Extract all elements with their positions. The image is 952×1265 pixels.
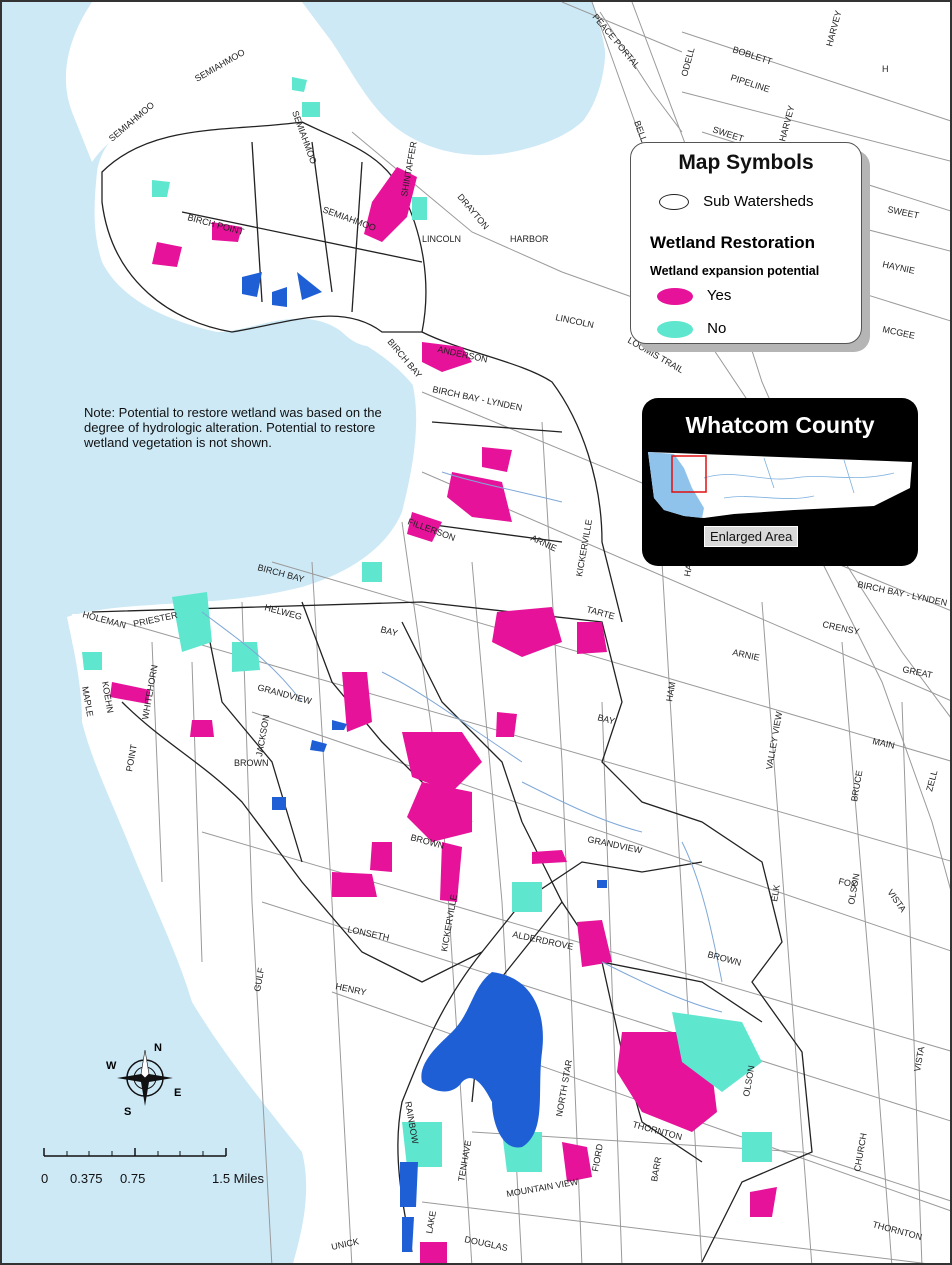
north-arrow: N E S W	[106, 1042, 181, 1118]
road-label-lake: LAKE	[424, 1210, 438, 1234]
inset-county-shape	[648, 452, 912, 518]
legend-sub-watersheds-label: Sub Watersheds	[703, 193, 814, 210]
scale-bar: 0 0.375 0.75 1.5 Miles	[36, 1142, 264, 1186]
scale-bar-graphic	[43, 1148, 227, 1157]
inset-enlarged-area-box	[671, 455, 707, 493]
road-label-brown: BROWN	[234, 758, 269, 768]
sub-watershed-symbol-icon	[659, 194, 689, 211]
compass-label-e: E	[174, 1087, 181, 1099]
legend-heading: Wetland Restoration	[650, 233, 815, 252]
inset-caption: Enlarged Area	[704, 526, 799, 547]
inset-water	[648, 452, 704, 518]
road-label-elk: ELK	[769, 884, 782, 902]
inset-title: Whatcom County	[685, 412, 875, 438]
sub-watershed-boundaries	[91, 121, 813, 1263]
road-label-bay-2: BAY	[596, 712, 615, 726]
road-label-bay: BAY	[379, 624, 398, 638]
scale-label-0: 0	[41, 1171, 49, 1186]
inset-county-map	[648, 452, 912, 518]
semiahmoo-peninsula	[94, 77, 426, 347]
upper-bay-water	[302, 2, 607, 156]
road-label-semiahmoo-2: SEMIAHMOO	[193, 47, 247, 84]
road-label-gulf: GULF	[252, 966, 266, 992]
legend-subheading: Wetland expansion potential	[650, 264, 820, 278]
legend-sub-watersheds: Sub Watersheds	[659, 193, 814, 211]
road-label-shintaffer: SHINTAFFER	[399, 140, 419, 197]
streams	[201, 471, 723, 1013]
road-label-main: MAIN	[872, 736, 896, 750]
road-label-vista-2: VISTA	[912, 1046, 926, 1073]
legend-yes-row: Yes	[657, 287, 731, 305]
legend-no-row: No	[657, 320, 726, 338]
restoration-yes-symbol-icon	[657, 287, 693, 305]
road-label-harbor: HARBOR	[510, 234, 549, 244]
road-label-lincoln: LINCOLN	[422, 234, 461, 244]
compass-label-s: S	[124, 1106, 131, 1118]
restoration-no-areas	[82, 77, 772, 1172]
road-label-fiord: FIORD	[590, 1143, 605, 1173]
road-label-h: H	[882, 64, 889, 74]
road-label-barr: BARR	[649, 1155, 663, 1182]
open-water	[242, 272, 607, 1252]
inset-map-panel: Whatcom County Enlarged Area	[642, 398, 918, 566]
road-label-ham: HAM	[664, 681, 677, 702]
map-note: Note: Potential to restore wetland was b…	[84, 405, 382, 450]
compass-needle-light-icon	[140, 1049, 150, 1079]
restoration-no-symbol-icon	[657, 320, 693, 338]
road-label-point: POINT	[124, 743, 139, 772]
scale-label-075: 0.75	[120, 1171, 146, 1186]
legend-yes-label: Yes	[706, 287, 732, 304]
road-label-fox: FOX	[838, 876, 858, 890]
legend-no-label: No	[707, 320, 727, 337]
compass-label-w: W	[106, 1060, 117, 1072]
legend-title: Map Symbols	[678, 151, 814, 174]
scale-label-15-miles: 1.5 Miles	[212, 1171, 265, 1186]
compass-label-n: N	[154, 1042, 162, 1054]
map-legend: Map Symbols Sub Watersheds Wetland Resto…	[630, 142, 862, 344]
inset-rivers	[703, 457, 895, 499]
scale-label-0375: 0.375	[70, 1171, 103, 1186]
